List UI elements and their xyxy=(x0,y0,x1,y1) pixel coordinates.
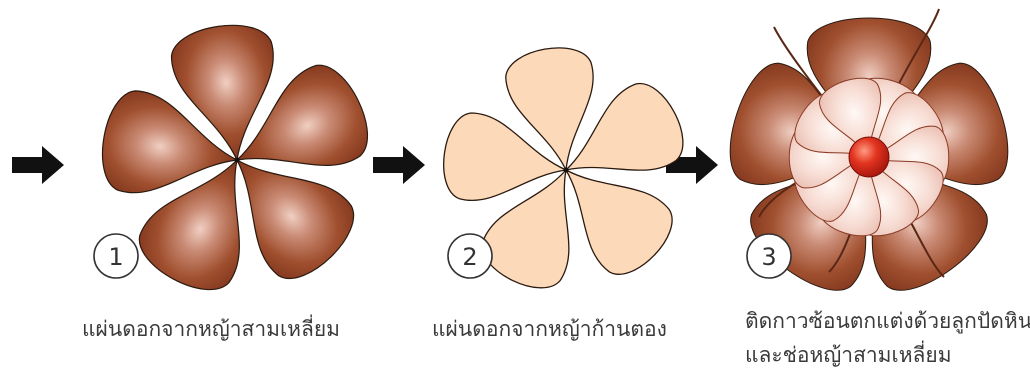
step-3-caption-line-1: ติดกาวซ้อนตกแต่งด้วยลูกปัดหิน xyxy=(745,306,1030,336)
stone-bead xyxy=(849,137,889,177)
arrow-icon-1 xyxy=(12,146,64,184)
brown-center-dot xyxy=(235,158,240,163)
step-1-caption: แผ่นดอกจากหญ้าสามเหลี่ยม xyxy=(82,314,340,344)
arrow-icon-2 xyxy=(373,146,425,184)
step-badge-1: 1 xyxy=(94,234,138,278)
step-badge-3: 3 xyxy=(747,234,791,278)
step-number-3: 3 xyxy=(761,243,776,271)
step-number-2: 2 xyxy=(462,243,477,271)
step-badge-2: 2 xyxy=(448,234,492,278)
step-3-caption-line-2: และช่อหญ้าสามเหลี่ยม xyxy=(745,340,952,370)
step-number-1: 1 xyxy=(108,243,123,271)
pale-center-dot xyxy=(564,168,569,173)
step-2-caption: แผ่นดอกจากหญ้าก้านตอง xyxy=(432,314,667,344)
